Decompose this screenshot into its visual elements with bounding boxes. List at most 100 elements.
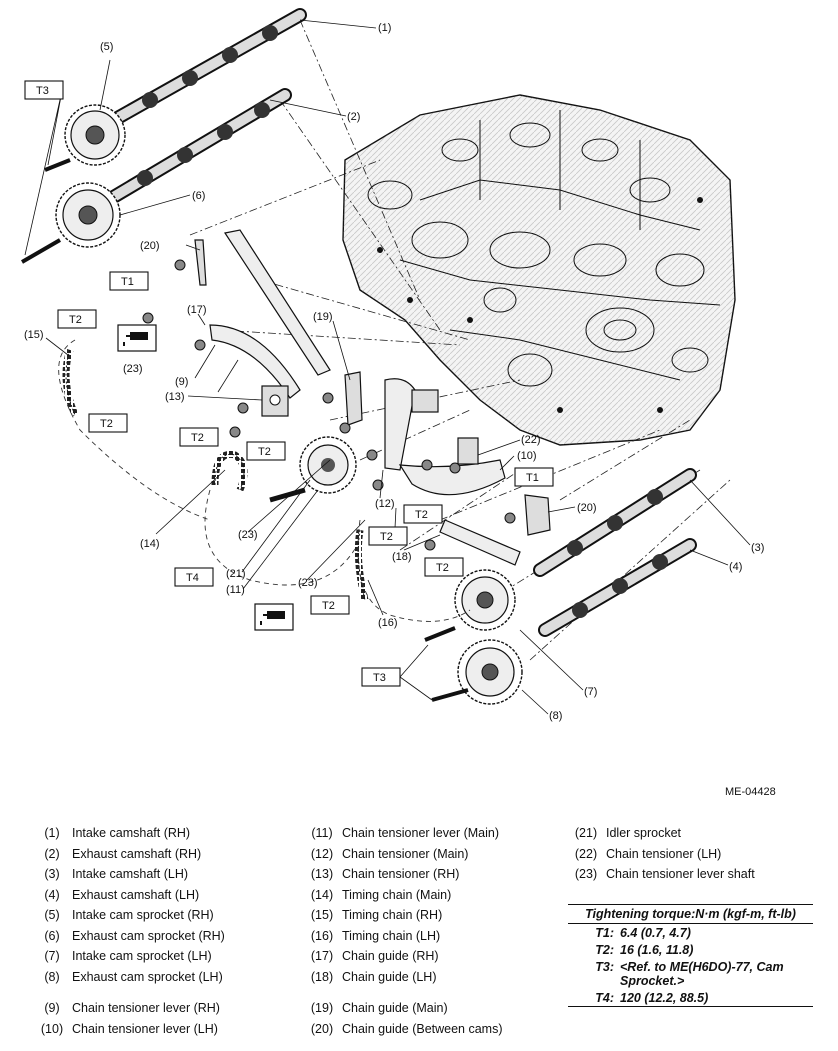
callout-17: (17) [187, 304, 207, 316]
svg-text:T2: T2 [191, 432, 204, 444]
torque-row-t3: T3:<Ref. to ME(H6DO)-77, Cam Sprocket.> [595, 960, 784, 988]
legend-item-14: (14)Timing chain (Main) [310, 887, 452, 902]
svg-text:T2: T2 [100, 418, 113, 430]
svg-text:T3: T3 [373, 672, 386, 684]
legend-item-15: (15)Timing chain (RH) [310, 908, 443, 922]
callout-8: (8) [549, 710, 562, 722]
legend-item-4: (4)Exhaust camshaft (LH) [44, 887, 200, 902]
legend-item-12: (12)Chain tensioner (Main) [310, 846, 469, 861]
tag-t2-b: T2 [88, 413, 128, 433]
engine-block [342, 94, 736, 446]
legend-item-21: (21)Idler sprocket [574, 826, 682, 840]
exploded-timing-diagram: (1) (2) (3) (4) (5) (6) (7) (8) (9) (10)… [20, 8, 764, 722]
chain-tensioner-lh [457, 437, 479, 465]
fixing-bolts [142, 259, 516, 551]
legend-item-13: (13)Chain tensioner (RH) [310, 867, 460, 881]
legend-item-9: (9)Chain tensioner lever (RH) [44, 1001, 220, 1015]
svg-text:T1: T1 [121, 276, 134, 288]
tag-t2-f: T2 [368, 526, 408, 546]
chain-guide-lh [439, 519, 521, 566]
callout-23-lower: (23) [298, 577, 318, 589]
torque-row-t2: T2:16 (1.6, 11.8) [595, 943, 694, 957]
legend-item-11: (11)Chain tensioner lever (Main) [311, 826, 500, 840]
legend-item-18: (18)Chain guide (LH) [310, 969, 437, 984]
timing-chain-rh [58, 339, 211, 521]
grease-symbol-lower [254, 603, 294, 631]
callout-3: (3) [751, 542, 764, 554]
chain-guide-between-cams-rh [194, 239, 207, 286]
tag-t2-c: T2 [179, 427, 219, 447]
svg-text:T1: T1 [526, 472, 539, 484]
legend-item-19: (19)Chain guide (Main) [310, 1001, 448, 1015]
callout-13: (13) [165, 391, 185, 403]
legend-column-1: (1)Intake camshaft (RH) (2)Exhaust camsh… [32, 823, 225, 1039]
chain-guide-between-cams-lh [524, 494, 551, 536]
legend-item-7: (7)Intake cam sprocket (LH) [44, 949, 212, 963]
tag-t3-upper: T3 [24, 80, 64, 100]
legend-item-5: (5)Intake cam sprocket (RH) [44, 908, 214, 922]
legend-item-2: (2)Exhaust camshaft (RH) [44, 846, 202, 861]
callout-20-lower: (20) [577, 502, 597, 514]
legend-item-1: (1)Intake camshaft (RH) [44, 826, 191, 840]
legend-item-6: (6)Exhaust cam sprocket (RH) [44, 928, 225, 943]
svg-text:T2: T2 [436, 562, 449, 574]
exhaust-cam-sprocket-rh [55, 182, 121, 248]
tag-t1-upper: T1 [109, 271, 149, 291]
grease-symbol-upper [117, 324, 157, 352]
tag-t2-e: T2 [403, 504, 443, 524]
callout-23-upper: (23) [123, 363, 143, 375]
svg-text:T2: T2 [258, 446, 271, 458]
legend-item-17: (17)Chain guide (RH) [310, 949, 439, 963]
figure-ref-code: ME-04428 [725, 786, 776, 798]
idler-sprocket [269, 436, 357, 503]
legend-item-22: (22)Chain tensioner (LH) [574, 846, 722, 861]
tag-t2-h: T2 [310, 595, 350, 615]
svg-text:T2: T2 [415, 509, 428, 521]
callout-5: (5) [100, 41, 113, 53]
callout-14: (14) [140, 538, 160, 550]
torque-row-t4: T4:120 (12.2, 88.5) [568, 989, 813, 1007]
timing-chain-lh [354, 519, 471, 622]
callout-15: (15) [24, 329, 44, 341]
intake-camshaft-rh [98, 8, 307, 132]
torque-table: Tightening torque:N·m (kgf-m, ft-lb) T1:… [568, 904, 813, 1007]
callout-11: (11) [226, 584, 245, 596]
cam-sprocket-bolts-lh [424, 626, 469, 702]
legend-item-23: (23)Chain tensioner lever shaft [574, 867, 755, 881]
callout-16: (16) [378, 617, 398, 629]
svg-text:T4: T4 [186, 572, 199, 584]
callout-6: (6) [192, 190, 205, 202]
intake-cam-sprocket-lh [454, 569, 516, 631]
callout-2: (2) [347, 111, 360, 123]
chain-tensioner-lever-rh [209, 324, 301, 399]
torque-tags: T3 T1 T2 T2 T2 T2 T1 T2 [24, 80, 554, 687]
chain-guide-main [344, 371, 363, 426]
callout-leaders [24, 19, 751, 715]
svg-text:T2: T2 [69, 314, 82, 326]
exhaust-cam-sprocket-lh [457, 639, 523, 705]
legend-column-3: (21)Idler sprocket (22)Chain tensioner (… [566, 823, 755, 885]
callout-23-middle: (23) [238, 529, 258, 541]
tag-t2-g: T2 [424, 557, 464, 577]
svg-text:T2: T2 [380, 531, 393, 543]
callout-22: (22) [521, 434, 541, 446]
callout-4: (4) [729, 561, 742, 573]
exhaust-camshaft-rh [93, 88, 292, 212]
legend-item-20: (20)Chain guide (Between cams) [310, 1021, 503, 1036]
torque-table-title: Tightening torque:N·m (kgf-m, ft-lb) [568, 904, 813, 924]
legend-item-16: (16)Timing chain (LH) [310, 928, 441, 943]
callout-21: (21) [226, 568, 246, 580]
tag-t2-a: T2 [57, 309, 97, 329]
tag-t2-d: T2 [246, 441, 286, 461]
tag-t1-lower: T1 [514, 467, 554, 487]
legend-item-10: (10)Chain tensioner lever (LH) [40, 1021, 218, 1036]
intake-camshaft-lh [533, 468, 697, 577]
tag-t4: T4 [174, 567, 214, 587]
callout-7: (7) [584, 686, 597, 698]
chain-tensioner-lever-main [384, 378, 416, 471]
intake-cam-sprocket-rh [64, 104, 126, 166]
callout-10: (10) [517, 450, 537, 462]
callout-1: (1) [378, 22, 391, 34]
legend-item-8: (8)Exhaust cam sprocket (LH) [44, 969, 223, 984]
callout-18: (18) [392, 551, 412, 563]
